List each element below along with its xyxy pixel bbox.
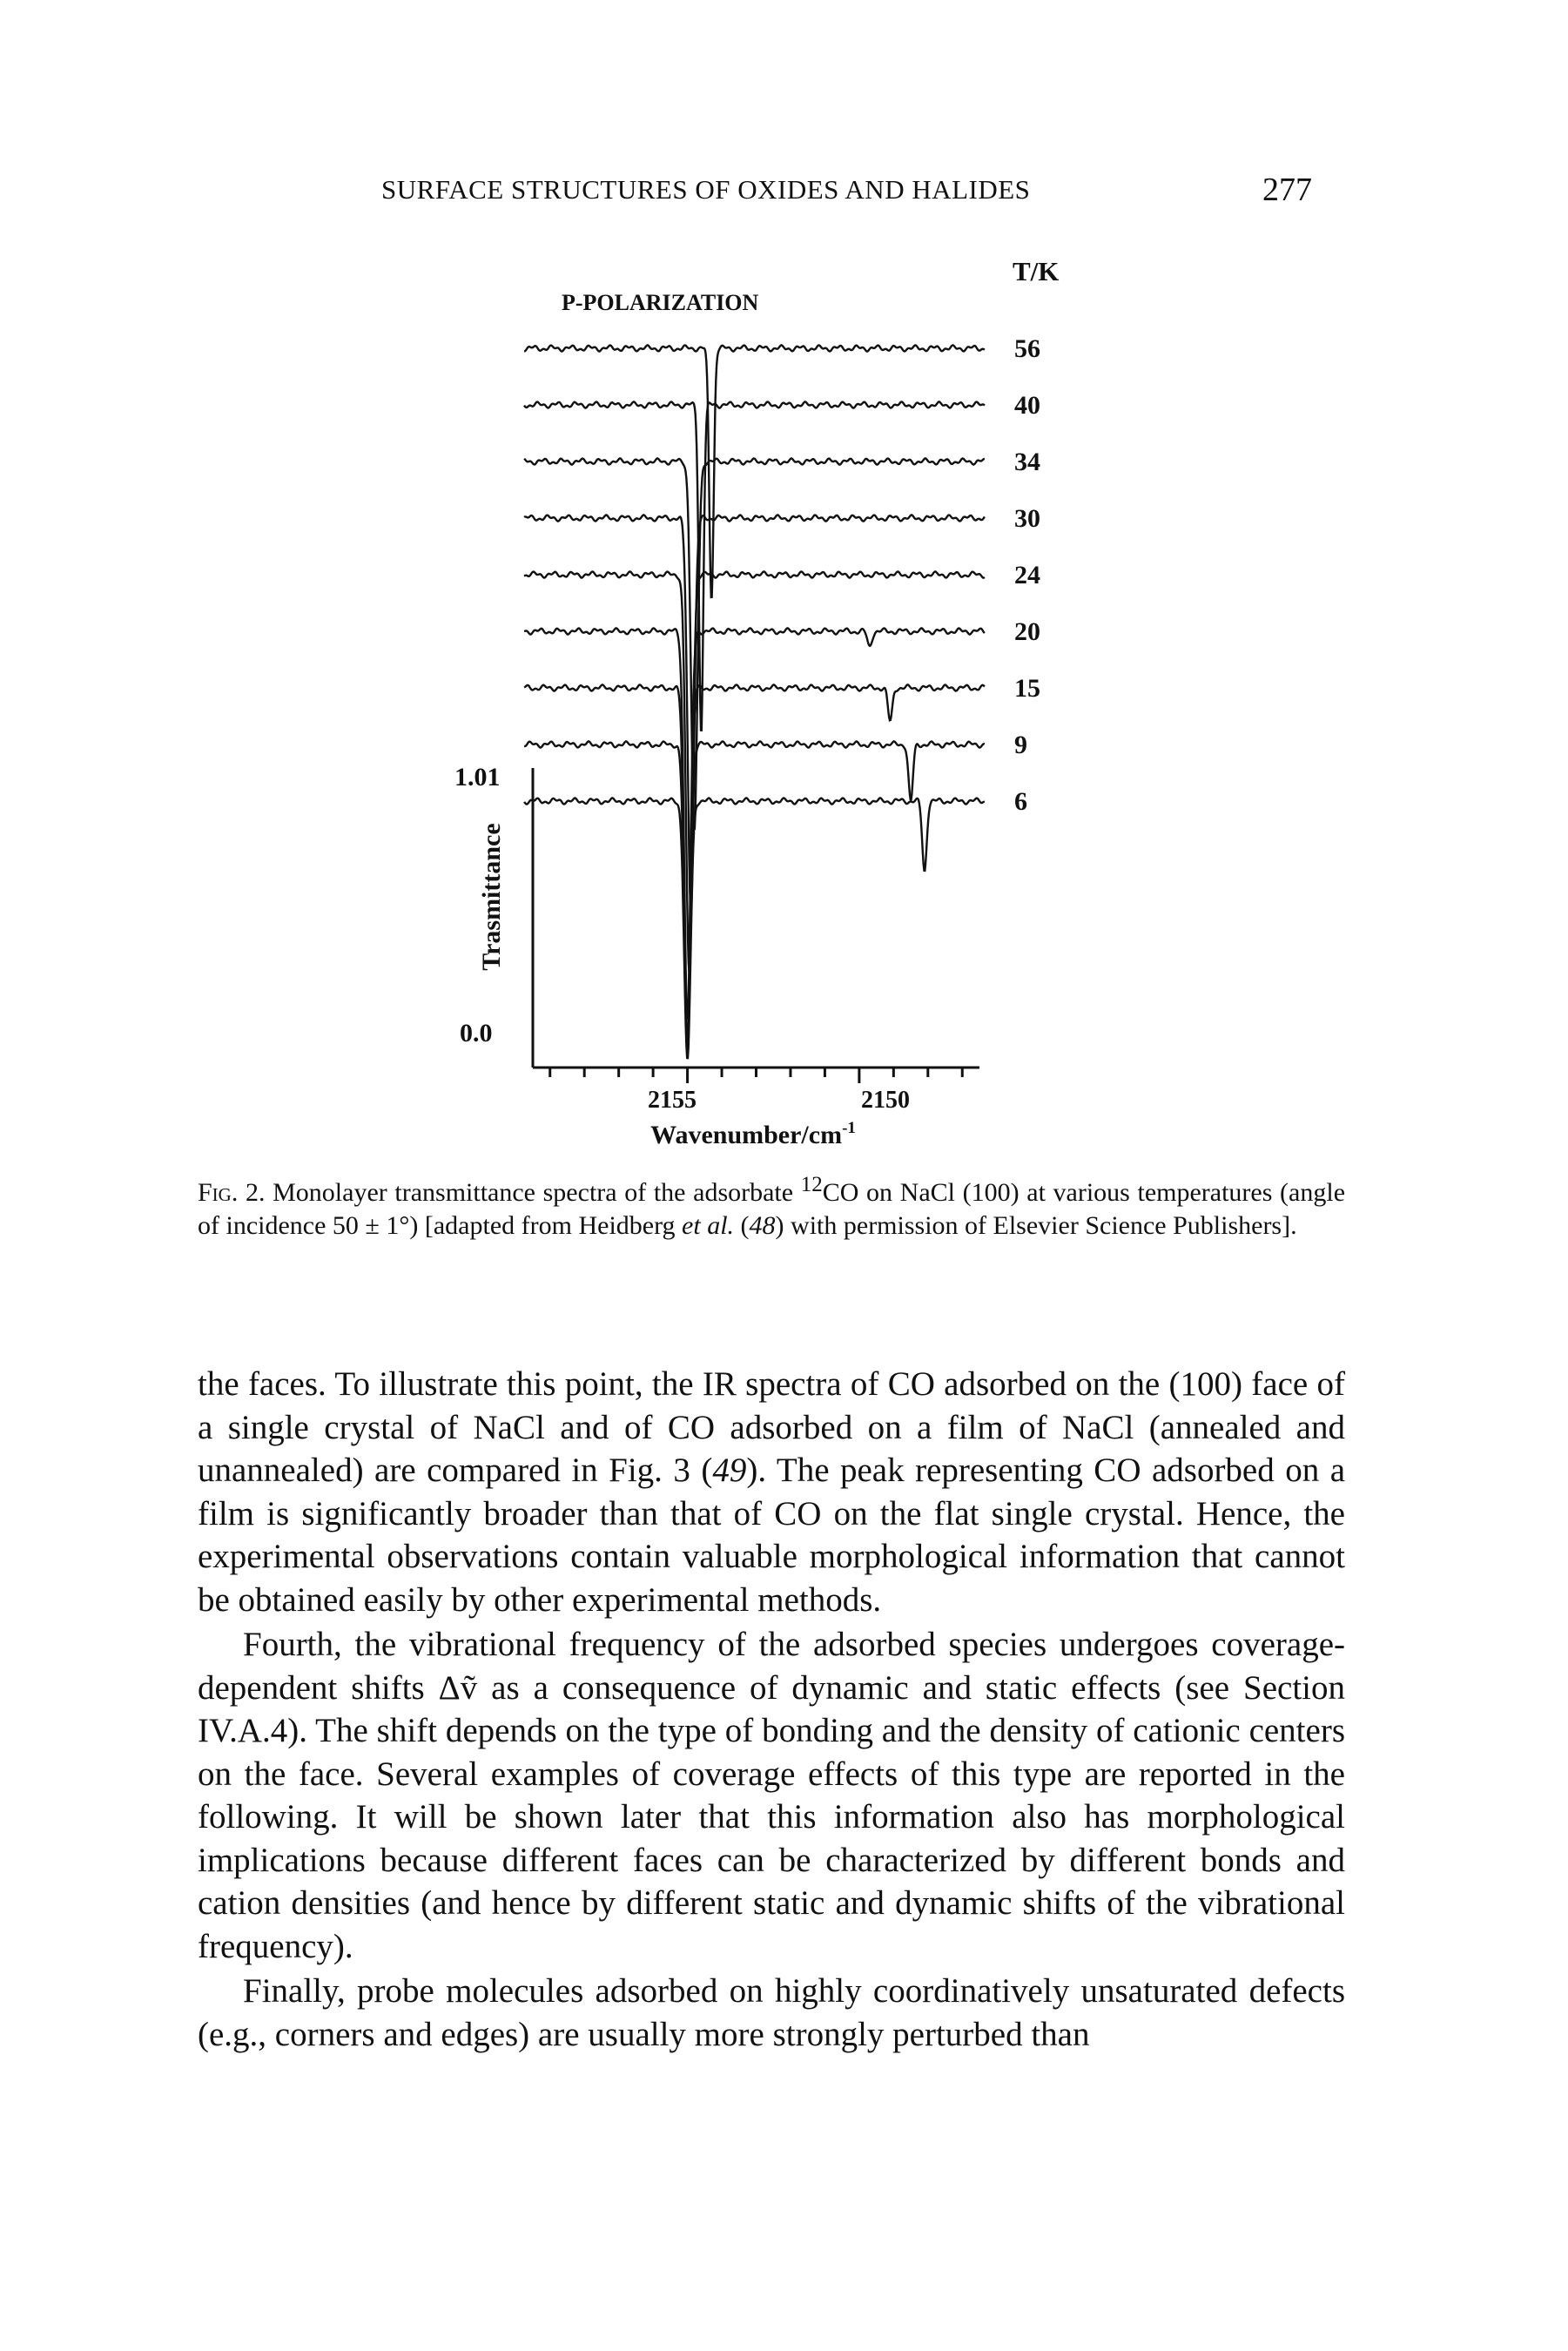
x-axis-label-base: Wavenumber/cm — [650, 1121, 842, 1149]
temperature-label: 9 — [1014, 731, 1027, 759]
spectrum-trace — [523, 740, 986, 1054]
caption-ref-open: ( — [740, 1211, 750, 1241]
caption-ref-num: 48 — [749, 1211, 776, 1241]
caption-label: Fig. 2. — [198, 1178, 266, 1207]
running-head: SURFACE STRUCTURES OF OXIDES AND HALIDES — [381, 174, 1031, 205]
temperature-label: 34 — [1014, 448, 1040, 476]
caption-text-2: CO on NaCl (100) at various temperatures… — [198, 1178, 1346, 1241]
caption-text-1: Monolayer transmittance spectra of the a… — [273, 1178, 794, 1207]
spectrum-trace — [523, 514, 986, 913]
temperature-label: 40 — [1014, 391, 1040, 420]
temperature-label: 6 — [1014, 787, 1027, 816]
figure-spectra: P-POLARIZATION T/K 1.01 0.0 Trasmittance… — [454, 256, 1059, 1149]
y-tick-bottom: 0.0 — [460, 1019, 493, 1048]
x-tick-2150: 2150 — [861, 1087, 910, 1114]
figure-caption: Fig. 2. Monolayer transmittance spectra … — [198, 1171, 1345, 1243]
temperature-label: 15 — [1014, 674, 1040, 703]
caption-etal: et al. — [682, 1211, 735, 1241]
temperature-label: 20 — [1014, 617, 1040, 646]
paragraph-1-b: ). The peak representing CO adsorbed on … — [198, 1452, 1346, 1619]
paragraph-1: the faces. To illustrate this point, the… — [198, 1363, 1345, 1621]
legend-title: T/K — [1013, 256, 1059, 286]
temperature-label: 30 — [1014, 504, 1040, 533]
spectrum-trace — [523, 570, 986, 973]
y-axis-label: Trasmittance — [477, 823, 506, 970]
caption-text-end: ) with permission of Elsevier Science Pu… — [775, 1211, 1297, 1241]
y-tick-top: 1.01 — [454, 763, 501, 792]
spectrum-trace — [523, 797, 985, 1060]
page-number: 277 — [1262, 172, 1312, 208]
spectrum-trace — [523, 344, 986, 599]
x-tick-2155: 2155 — [648, 1087, 697, 1114]
caption-sup: 12 — [800, 1173, 823, 1196]
paragraph-3: Finally, probe molecules adsorbed on hig… — [198, 1972, 1345, 2053]
spectrum-trace — [523, 401, 986, 732]
spectrum-trace — [523, 457, 986, 832]
temperature-label: 24 — [1014, 561, 1040, 589]
paragraph-2: Fourth, the vibrational frequency of the… — [198, 1626, 1345, 1965]
temperature-label: 56 — [1014, 334, 1040, 363]
x-axis-label: Wavenumber/cm-1 — [650, 1119, 856, 1149]
x-axis-label-sup: -1 — [842, 1119, 856, 1137]
spectrum-trace — [523, 627, 986, 1021]
chart-title: P-POLARIZATION — [562, 290, 759, 315]
paragraph-1-a: the faces. To illustrate this point, the… — [198, 1365, 1345, 1490]
body-text: the faces. To illustrate this point, the… — [198, 1363, 1345, 2056]
paragraph-1-ref: 49 — [712, 1452, 747, 1490]
spectrum-trace — [523, 684, 986, 1043]
